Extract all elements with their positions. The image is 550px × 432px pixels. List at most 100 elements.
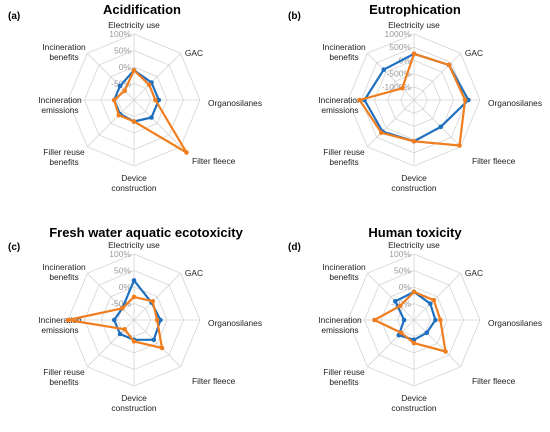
series-2-point <box>372 317 377 323</box>
series-2-point <box>116 112 122 118</box>
series-2-point <box>65 317 71 323</box>
spoke-line <box>87 99 135 147</box>
panel-title: Human toxicity <box>368 225 462 240</box>
axis-label: Filter fleece <box>192 156 236 166</box>
panel-label: (a) <box>8 11 20 22</box>
tick-label: -1000% <box>382 82 412 92</box>
series-2-point <box>397 303 403 309</box>
series-1-point <box>117 83 123 89</box>
series-2-point <box>462 97 468 103</box>
series-2-point <box>184 150 189 155</box>
series-1-point <box>156 97 162 103</box>
series-2-point <box>357 97 362 103</box>
series-2-point <box>131 119 137 124</box>
tick-label: 50% <box>114 266 131 276</box>
tick-label: 500% <box>389 42 411 52</box>
spoke-line <box>413 99 461 147</box>
axis-label: Electricity use <box>388 240 440 250</box>
tick-label: 50% <box>114 46 131 56</box>
panel-title: Acidification <box>103 2 181 17</box>
series-1-point <box>401 317 407 323</box>
spoke-line <box>133 53 181 101</box>
series-2-point <box>122 88 127 93</box>
spoke-line <box>367 273 415 321</box>
axis-label: Organosilanes <box>208 98 262 108</box>
axis-label: Organosilanes <box>488 98 542 108</box>
spoke-line <box>413 273 461 321</box>
series-1-point <box>433 317 438 323</box>
series-2-point <box>379 130 384 135</box>
series-1-point <box>428 301 433 307</box>
spoke-line <box>413 319 461 367</box>
tick-label: -500% <box>386 69 411 79</box>
tick-label: 0% <box>119 62 132 72</box>
tick-label: 0% <box>399 282 412 292</box>
series-1-point <box>466 97 471 103</box>
spoke-line <box>133 273 181 321</box>
axis-label: Filter fleece <box>472 156 516 166</box>
series-1-point <box>381 67 387 72</box>
series-1-point <box>158 317 163 323</box>
series-1-point <box>393 299 398 304</box>
panel-label: (d) <box>288 242 301 253</box>
series-2-point <box>131 294 137 300</box>
tick-label: 100% <box>109 29 131 39</box>
spoke-line <box>87 273 135 321</box>
series-1-point <box>151 337 157 343</box>
panel-label: (b) <box>288 11 301 22</box>
series-2-point <box>443 349 448 354</box>
radar-panel-1: (a)Acidification100%50%0%-50%Electricity… <box>8 2 262 193</box>
tick-label: 0% <box>399 55 412 65</box>
series-1-point <box>438 124 444 130</box>
tick-label: 100% <box>389 249 411 259</box>
radar-panel-4: (d)Human toxicity100%50%0%-50%Electricit… <box>288 225 542 413</box>
series-2-point <box>153 97 158 103</box>
series-2-point <box>431 297 437 303</box>
series-2-point <box>411 139 417 144</box>
spoke-line <box>133 99 181 147</box>
series-2-point <box>131 68 137 73</box>
panel-title: Fresh water aquatic ecotoxicity <box>49 225 243 240</box>
axis-label: Electricity use <box>388 20 440 30</box>
axis-label: GAC <box>185 48 203 58</box>
series-2-point <box>122 327 127 332</box>
series-2-point <box>150 299 155 304</box>
series-1-point <box>117 331 123 337</box>
spoke-line <box>133 319 181 367</box>
panel-title: Eutrophication <box>369 2 461 17</box>
series-2-point <box>111 97 117 103</box>
series-2-point <box>159 345 165 351</box>
series-2-point <box>411 51 417 57</box>
spoke-line <box>367 53 415 101</box>
series-2-point <box>457 143 462 148</box>
tick-label: -50% <box>111 299 131 309</box>
series-2-point <box>411 289 417 295</box>
series-2-point <box>446 62 452 68</box>
series-2-point <box>438 317 443 323</box>
panel-label: (c) <box>8 242 20 253</box>
series-2-point <box>146 82 152 88</box>
series-2-point <box>398 330 404 336</box>
radar-panel-3: (c) Fresh water aquatic ecotoxicity 100% 50… <box>8 225 262 413</box>
spoke-line <box>367 99 415 147</box>
axis-label: Organosilanes <box>208 318 262 328</box>
tick-label: 100% <box>109 249 131 259</box>
tick-label: 1000% <box>385 29 412 39</box>
axis-label: GAC <box>185 268 203 278</box>
axis-label: GAC <box>465 268 483 278</box>
series-2-point <box>131 339 137 344</box>
